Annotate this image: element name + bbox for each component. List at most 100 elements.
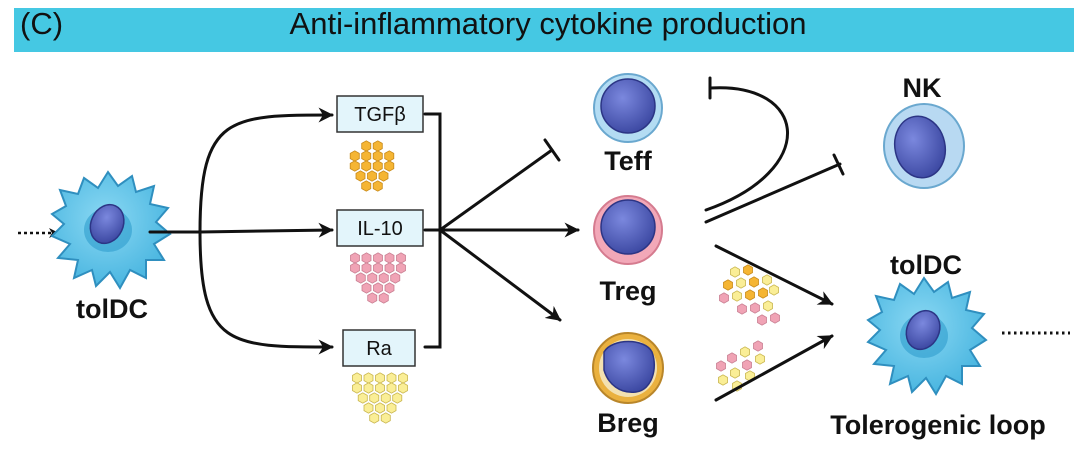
granule	[750, 302, 760, 314]
teff-label: Teff	[604, 146, 652, 176]
granule	[350, 252, 360, 264]
granule	[392, 392, 403, 404]
cytokine-box-il10: IL-10	[336, 209, 424, 247]
granule	[372, 180, 383, 192]
arrow-to-il10	[198, 222, 334, 238]
inhibit-nk-bar	[832, 153, 845, 176]
breg-cell	[592, 332, 664, 404]
granule	[384, 262, 395, 274]
granule	[384, 282, 395, 294]
granule	[349, 160, 360, 172]
ra-granules	[352, 372, 408, 424]
granule	[380, 392, 391, 404]
granule	[369, 412, 380, 424]
cytokine-box-tgfb: TGFβ	[336, 95, 424, 133]
nk-label: NK	[903, 73, 942, 103]
granule	[737, 303, 747, 315]
granule	[361, 150, 372, 162]
granule	[398, 372, 408, 384]
granule	[378, 170, 389, 182]
granule	[762, 274, 772, 286]
toldc-left-label: tolDC	[76, 294, 148, 324]
granule	[390, 272, 401, 284]
nk-cell	[883, 103, 965, 189]
granule	[723, 279, 733, 291]
granule	[373, 282, 383, 294]
inhibit-loop-curve	[704, 86, 789, 212]
granule	[367, 292, 378, 304]
il10-granules	[350, 252, 406, 304]
diagram-title: Anti-inflammatory cytokine production	[289, 6, 807, 41]
panel-label: (C)	[20, 6, 64, 41]
arrow-to-ra	[198, 230, 334, 355]
granule	[769, 284, 779, 296]
granule	[378, 272, 389, 284]
granule	[745, 289, 755, 301]
granule	[386, 402, 397, 414]
granule	[380, 412, 391, 424]
granule	[361, 160, 372, 172]
granule	[742, 359, 752, 371]
granule	[367, 170, 377, 182]
mixed-granules-lower	[716, 340, 765, 392]
granule	[716, 360, 726, 372]
granule	[361, 252, 372, 264]
granule	[373, 252, 383, 264]
granule	[367, 272, 378, 284]
granule	[355, 272, 366, 284]
granule	[758, 287, 768, 299]
granule	[357, 392, 368, 404]
tolerogenic-loop-label: Tolerogenic loop	[830, 410, 1046, 440]
granule	[755, 353, 765, 365]
granule	[372, 140, 383, 152]
granule	[372, 160, 383, 172]
mixed-granules-upper	[719, 264, 780, 326]
granule	[372, 150, 383, 162]
breg-label: Breg	[597, 408, 659, 438]
granule	[770, 312, 780, 324]
inhibit-teff-line	[438, 148, 554, 232]
granule	[384, 150, 395, 162]
granule	[361, 282, 372, 294]
granule	[349, 150, 360, 162]
cytokine-label-ra: Ra	[366, 338, 392, 360]
granule	[361, 180, 372, 192]
granule	[375, 372, 385, 384]
granule	[369, 392, 380, 404]
cytokine-label-il10: IL-10	[357, 218, 403, 240]
granule	[375, 402, 385, 414]
teff-cell	[593, 73, 663, 143]
arrow-to-breg	[438, 228, 562, 322]
granule	[719, 292, 729, 304]
inhibit-teff-bar	[543, 138, 561, 162]
granule	[763, 300, 773, 312]
granule	[386, 372, 397, 384]
cytokine-label-tgfb: TGFβ	[354, 104, 406, 126]
granule	[732, 290, 742, 302]
granule	[736, 277, 746, 289]
granule	[363, 372, 374, 384]
granule	[361, 262, 372, 274]
granule	[743, 264, 753, 276]
treg-label: Treg	[599, 276, 656, 306]
granule	[718, 374, 728, 386]
granule	[753, 340, 763, 352]
toldc-cell-left	[50, 170, 172, 290]
granule	[378, 292, 389, 304]
granule	[350, 262, 360, 274]
granule	[730, 266, 740, 278]
arrow-breg-to-toldc	[714, 334, 834, 402]
toldc-cell-right	[866, 276, 988, 396]
title-banner	[14, 8, 1074, 52]
tgfb-granules	[349, 140, 395, 192]
granule	[749, 276, 759, 288]
granule	[396, 262, 406, 274]
granule	[398, 382, 408, 394]
granule	[363, 382, 374, 394]
granule	[375, 382, 385, 394]
granule	[384, 160, 395, 172]
granule	[396, 252, 406, 264]
granule	[384, 252, 395, 264]
granule	[373, 262, 383, 274]
